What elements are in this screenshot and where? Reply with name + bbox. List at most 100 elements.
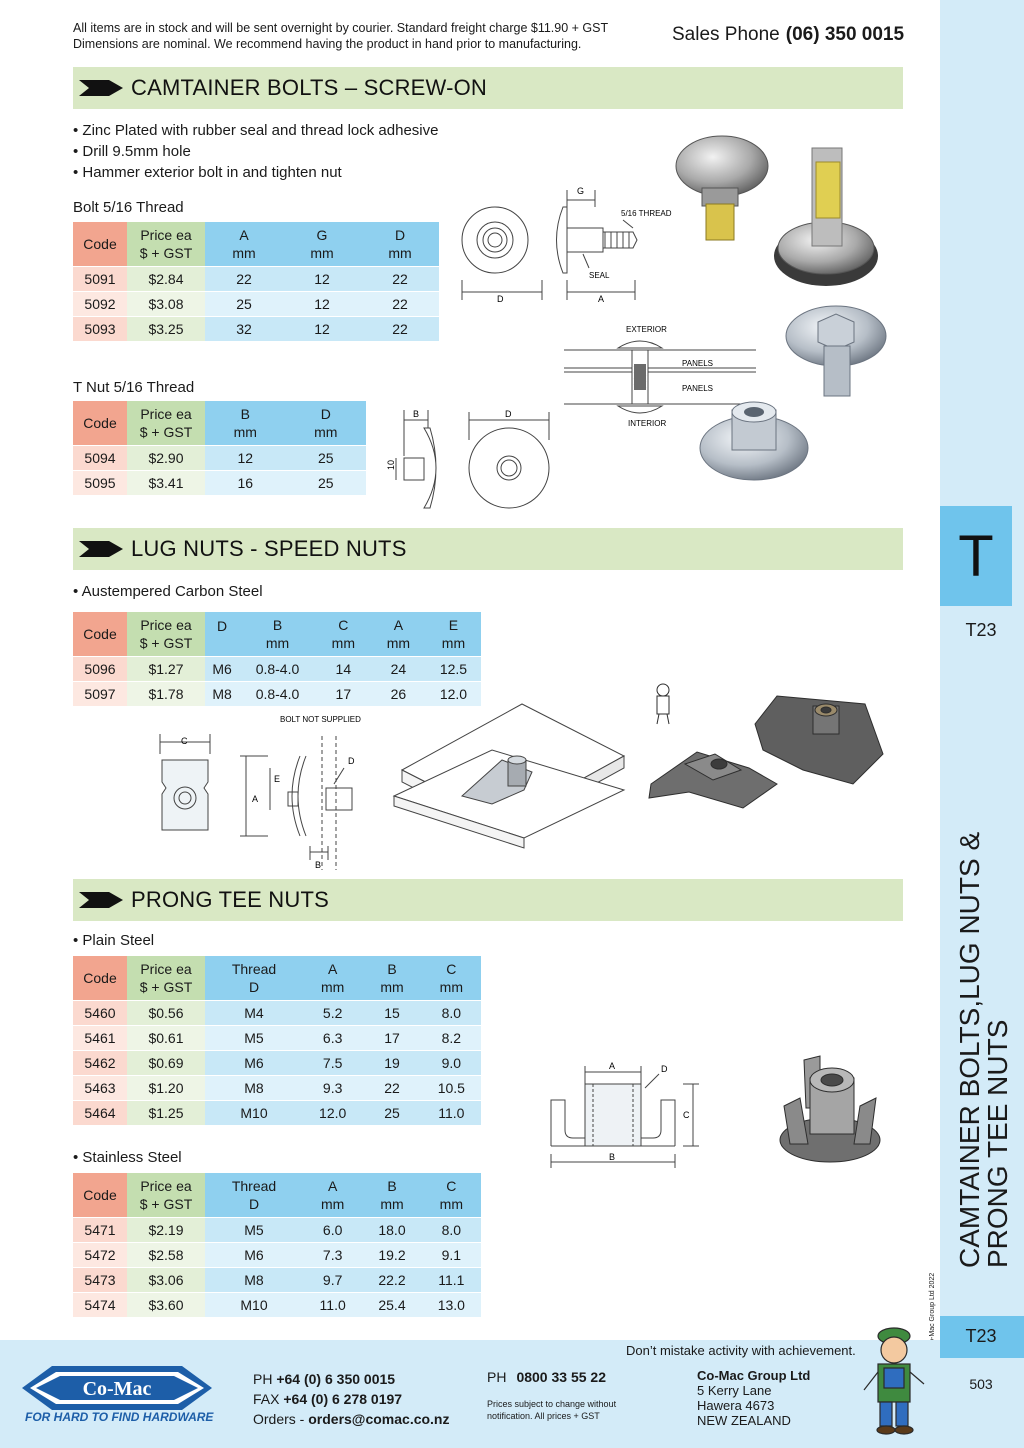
table-row[interactable]: 5093 $3.25 32 12 22 [73, 315, 439, 341]
col-header-code: Code [73, 612, 127, 656]
table-row[interactable]: 5092 $3.08 25 12 22 [73, 290, 439, 316]
cell-price: $1.27 [127, 655, 205, 681]
table-row[interactable]: 5096 $1.27 M6 0.8-4.0 14 24 12.5 [73, 655, 481, 681]
cell-b: 22 [362, 1074, 422, 1100]
col-header-price: Price ea$ + GST [127, 1173, 205, 1217]
table-row[interactable]: 5091 $2.84 22 12 22 [73, 265, 439, 291]
thread-label: 5/16 THREAD [621, 209, 672, 218]
table-row[interactable]: 5472 $2.58 M6 7.3 19.2 9.1 [73, 1241, 481, 1267]
table-row[interactable]: 5461 $0.61 M5 6.3 17 8.2 [73, 1024, 481, 1050]
cell-price: $3.41 [127, 469, 205, 495]
cell-thread: M6 [205, 1241, 303, 1267]
table-row[interactable]: 5460 $0.56 M4 5.2 15 8.0 [73, 999, 481, 1025]
cell-code: 5472 [73, 1241, 127, 1267]
cell-g: 12 [283, 290, 361, 316]
cell-code: 5097 [73, 680, 127, 706]
col-header-code: Code [73, 1173, 127, 1217]
notice-line-1: All items are in stock and will be sent … [73, 21, 609, 35]
panels-label-top: PANELS [682, 359, 713, 368]
index-tab-letter[interactable]: T [940, 506, 1012, 606]
orders-email[interactable]: orders@comac.co.nz [308, 1411, 450, 1427]
cell-a: 5.2 [303, 999, 363, 1025]
cell-a: 32 [205, 315, 283, 341]
table-row[interactable]: 5474 $3.60 M10 11.0 25.4 13.0 [73, 1291, 481, 1317]
company-address: Co-Mac Group Ltd 5 Kerry Lane Hawera 467… [697, 1368, 810, 1428]
cell-a: 26 [370, 680, 426, 706]
comac-logo[interactable]: Co-Mac [22, 1360, 212, 1422]
table-row[interactable]: 5095 $3.41 16 25 [73, 469, 366, 495]
cell-price: $1.78 [127, 680, 205, 706]
table-row[interactable]: 5094 $2.90 12 25 [73, 444, 366, 470]
feature-item: • Hammer exterior bolt in and tighten nu… [73, 164, 342, 181]
sales-phone-label: Sales Phone [672, 24, 780, 45]
col-header-price: Price ea$ + GST [127, 222, 205, 266]
section-title: PRONG TEE NUTS [131, 887, 329, 912]
phone-number[interactable]: +64 (0) 6 350 0015 [276, 1371, 396, 1387]
cell-price: $2.58 [127, 1241, 205, 1267]
cell-thread: M8 [205, 1266, 303, 1292]
cell-price: $0.56 [127, 999, 205, 1025]
cell-b: 25.4 [362, 1291, 422, 1317]
cell-b: 17 [362, 1024, 422, 1050]
cell-c: 17 [315, 680, 371, 706]
cell-code: 5462 [73, 1049, 127, 1075]
cell-c: 9.1 [421, 1241, 481, 1267]
cell-thread: M4 [205, 999, 303, 1025]
feature-item: • Zinc Plated with rubber seal and threa… [73, 122, 439, 139]
section-title: LUG NUTS - SPEED NUTS [131, 536, 407, 561]
cell-b: 25 [362, 1099, 422, 1125]
cell-code: 5093 [73, 315, 127, 341]
table-row[interactable]: 5097 $1.78 M8 0.8-4.0 17 26 12.0 [73, 680, 481, 706]
contact-details: PH +64 (0) 6 350 0015 FAX +64 (0) 6 278 … [253, 1369, 450, 1429]
table-row[interactable]: 5463 $1.20 M8 9.3 22 10.5 [73, 1074, 481, 1100]
freephone-number[interactable]: 0800 33 55 22 [516, 1369, 606, 1385]
table-row[interactable]: 5462 $0.69 M6 7.5 19 9.0 [73, 1049, 481, 1075]
cell-code: 5473 [73, 1266, 127, 1292]
section-header-camtainer: CAMTAINER BOLTS – SCREW-ON [73, 67, 903, 109]
lugnut-product-photos [648, 683, 884, 809]
cell-c: 11.0 [421, 1099, 481, 1125]
cell-thread: M5 [205, 1216, 303, 1242]
cell-d: 22 [361, 315, 439, 341]
bolt-table-heading: Bolt 5/16 Thread [73, 199, 184, 216]
dim-label-c: C [683, 1110, 690, 1120]
bolt-dimension-diagram: G 5/16 THREAD SEAL D A [461, 186, 672, 304]
cell-thread: M10 [205, 1099, 303, 1125]
cell-thread: M8 [205, 1074, 303, 1100]
prices-note: Prices subject to change without notific… [487, 1399, 617, 1421]
panel-install-diagram: EXTERIOR PANELS PANELS INTERIOR [564, 325, 756, 428]
address-line: Hawera 4673 [697, 1398, 775, 1413]
cell-a: 6.0 [303, 1216, 363, 1242]
cell-price: $2.90 [127, 444, 205, 470]
dim-label-a: A [252, 794, 258, 804]
cell-e: 12.5 [425, 655, 481, 681]
cell-price: $2.84 [127, 265, 205, 291]
tnut-table-heading: T Nut 5/16 Thread [73, 379, 195, 396]
cell-code: 5463 [73, 1074, 127, 1100]
cell-thread: M6 [205, 1049, 303, 1075]
table-row[interactable]: 5473 $3.06 M8 9.7 22.2 11.1 [73, 1266, 481, 1292]
mascot-illustration [863, 1327, 925, 1435]
camtainer-features: • Zinc Plated with rubber seal and threa… [73, 120, 438, 183]
cell-code: 5461 [73, 1024, 127, 1050]
cell-b: 19 [362, 1049, 422, 1075]
bottom-tab-code: T23 [965, 1326, 997, 1346]
address-line: 5 Kerry Lane [697, 1383, 772, 1398]
cell-thread: M10 [205, 1291, 303, 1317]
cell-code: 5092 [73, 290, 127, 316]
stainless-steel-label: • Stainless Steel [73, 1149, 182, 1166]
table-row[interactable]: 5464 $1.25 M10 12.0 25 11.0 [73, 1099, 481, 1125]
sales-phone-number[interactable]: (06) 350 0015 [785, 24, 905, 45]
table-row[interactable]: 5471 $2.19 M5 6.0 18.0 8.0 [73, 1216, 481, 1242]
dim-label-b: B [609, 1152, 615, 1162]
dim-label-g: G [577, 186, 584, 196]
freephone-label: PH [487, 1369, 507, 1385]
dim-label-a: A [598, 294, 604, 304]
cell-g: 12 [283, 265, 361, 291]
bolt-not-supplied-label: BOLT NOT SUPPLIED [280, 715, 361, 724]
cell-e: 12.0 [425, 680, 481, 706]
